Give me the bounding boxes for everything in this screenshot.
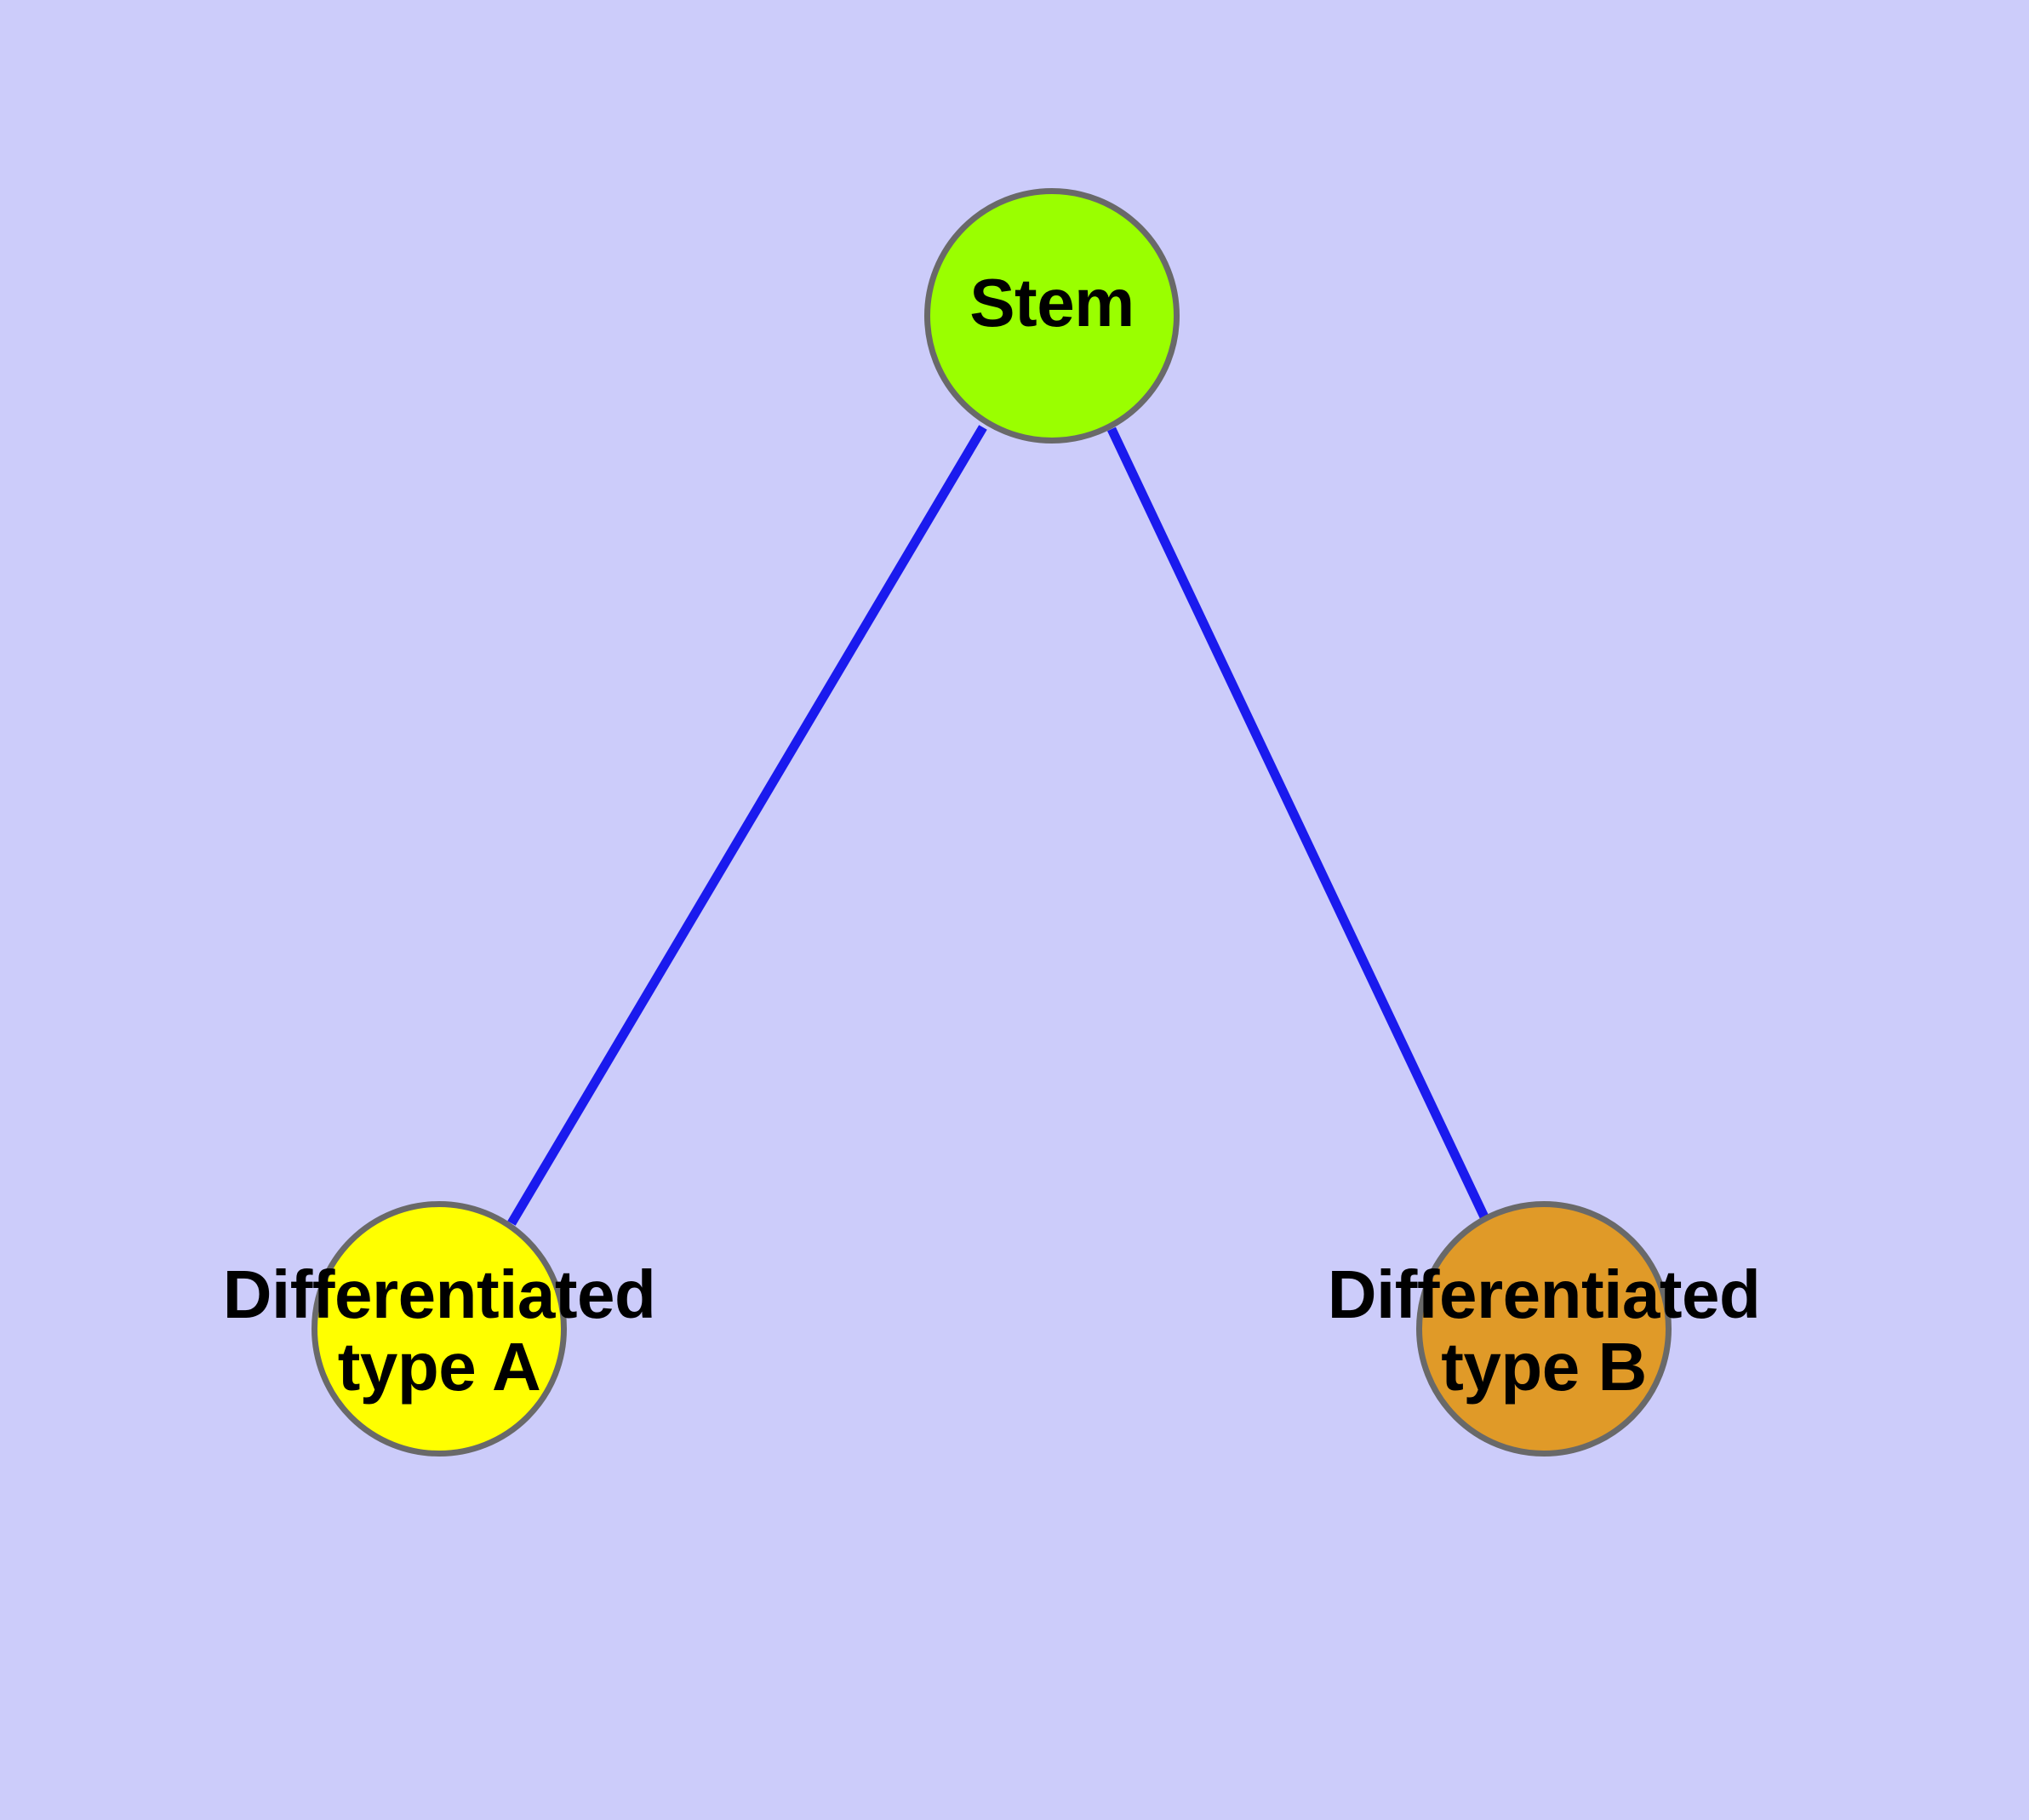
- edge-stem-to-differentiated-type-a[interactable]: [507, 425, 987, 1226]
- node-differentiated-type-a[interactable]: [311, 1201, 567, 1457]
- node-differentiated-type-b[interactable]: [1416, 1201, 1672, 1457]
- node-stem[interactable]: [924, 188, 1180, 444]
- edge-stem-to-differentiated-type-b[interactable]: [1107, 426, 1492, 1227]
